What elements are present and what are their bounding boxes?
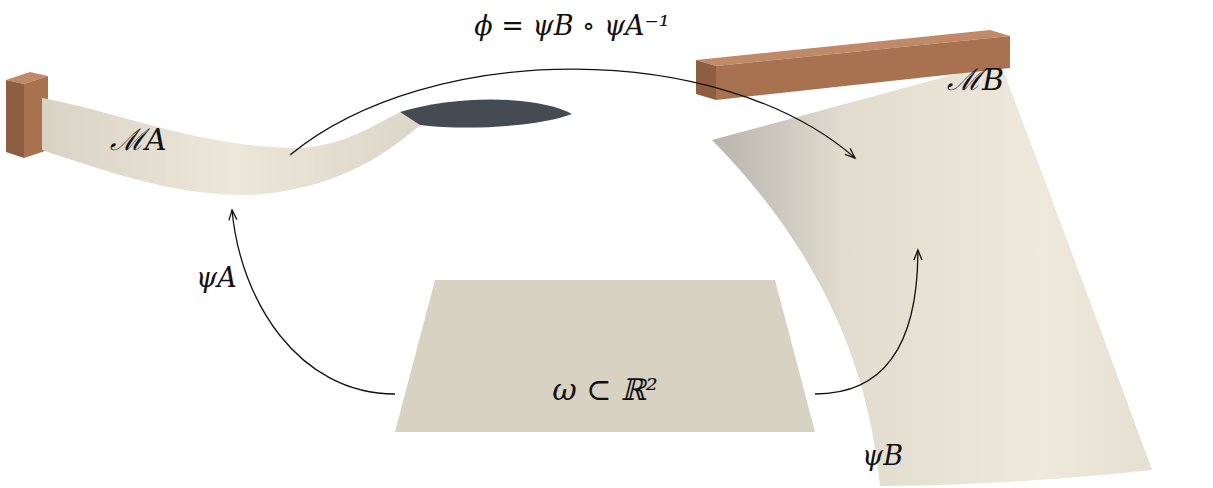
map-label: ψA	[196, 262, 237, 293]
parameter-domain: ω ⊂ ℝ²	[395, 280, 815, 432]
wall-side	[696, 60, 716, 100]
node-label: ℳB	[947, 58, 1004, 99]
wall-front	[716, 36, 1010, 100]
map-label: ψB	[862, 440, 903, 471]
wall-side	[6, 80, 24, 158]
map-label: ϕ = ψB ∘ ψA⁻¹	[474, 10, 669, 41]
surface-region: ℳB	[855, 50, 1075, 250]
mapping-arrow	[290, 69, 855, 158]
sheet-a-underside	[400, 99, 572, 127]
mapping-arrow	[232, 210, 395, 394]
domain-fill	[395, 280, 815, 432]
trapezoid-shape	[395, 280, 815, 432]
sheet-a	[42, 98, 420, 195]
surface-region: ℳA	[100, 100, 290, 210]
node-label: ℳA	[110, 118, 167, 159]
mapping-arrow	[815, 250, 918, 394]
node-label: ω ⊂ ℝ²	[552, 372, 658, 407]
